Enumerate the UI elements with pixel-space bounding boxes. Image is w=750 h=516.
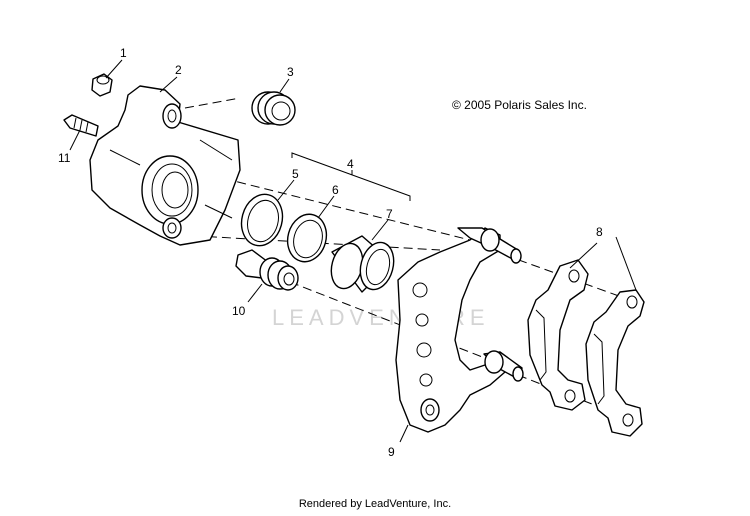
part-2-caliper-housing <box>89 85 241 246</box>
callout-10: 10 <box>232 304 246 318</box>
part-8-brake-pad-outer <box>585 289 645 437</box>
part-5-seal <box>240 193 284 247</box>
callout-5: 5 <box>292 167 299 181</box>
assembly-4-bracket <box>291 152 411 201</box>
leader-lines <box>69 59 637 443</box>
part-1-bleeder-cap <box>91 73 113 97</box>
copyright-text: © 2005 Polaris Sales Inc. <box>452 98 587 112</box>
callout-2: 2 <box>175 63 182 77</box>
callout-3: 3 <box>287 65 294 79</box>
part-11-bleeder-screw <box>63 114 99 137</box>
callout-7: 7 <box>386 207 393 221</box>
callout-9: 9 <box>388 445 395 459</box>
callout-6: 6 <box>332 183 339 197</box>
callout-4: 4 <box>347 157 354 171</box>
part-3-pin-boot <box>251 91 296 126</box>
part-9-caliper-bracket <box>395 227 524 433</box>
part-10-slide-pin <box>235 249 299 291</box>
footer-credit: Rendered by LeadVenture, Inc. <box>298 498 452 510</box>
callout-8: 8 <box>596 225 603 239</box>
callout-1: 1 <box>120 46 127 60</box>
part-8-brake-pad-inner <box>527 259 589 411</box>
part-6-seal <box>286 213 328 263</box>
callout-11: 11 <box>58 151 71 165</box>
part-7-piston <box>330 235 395 293</box>
